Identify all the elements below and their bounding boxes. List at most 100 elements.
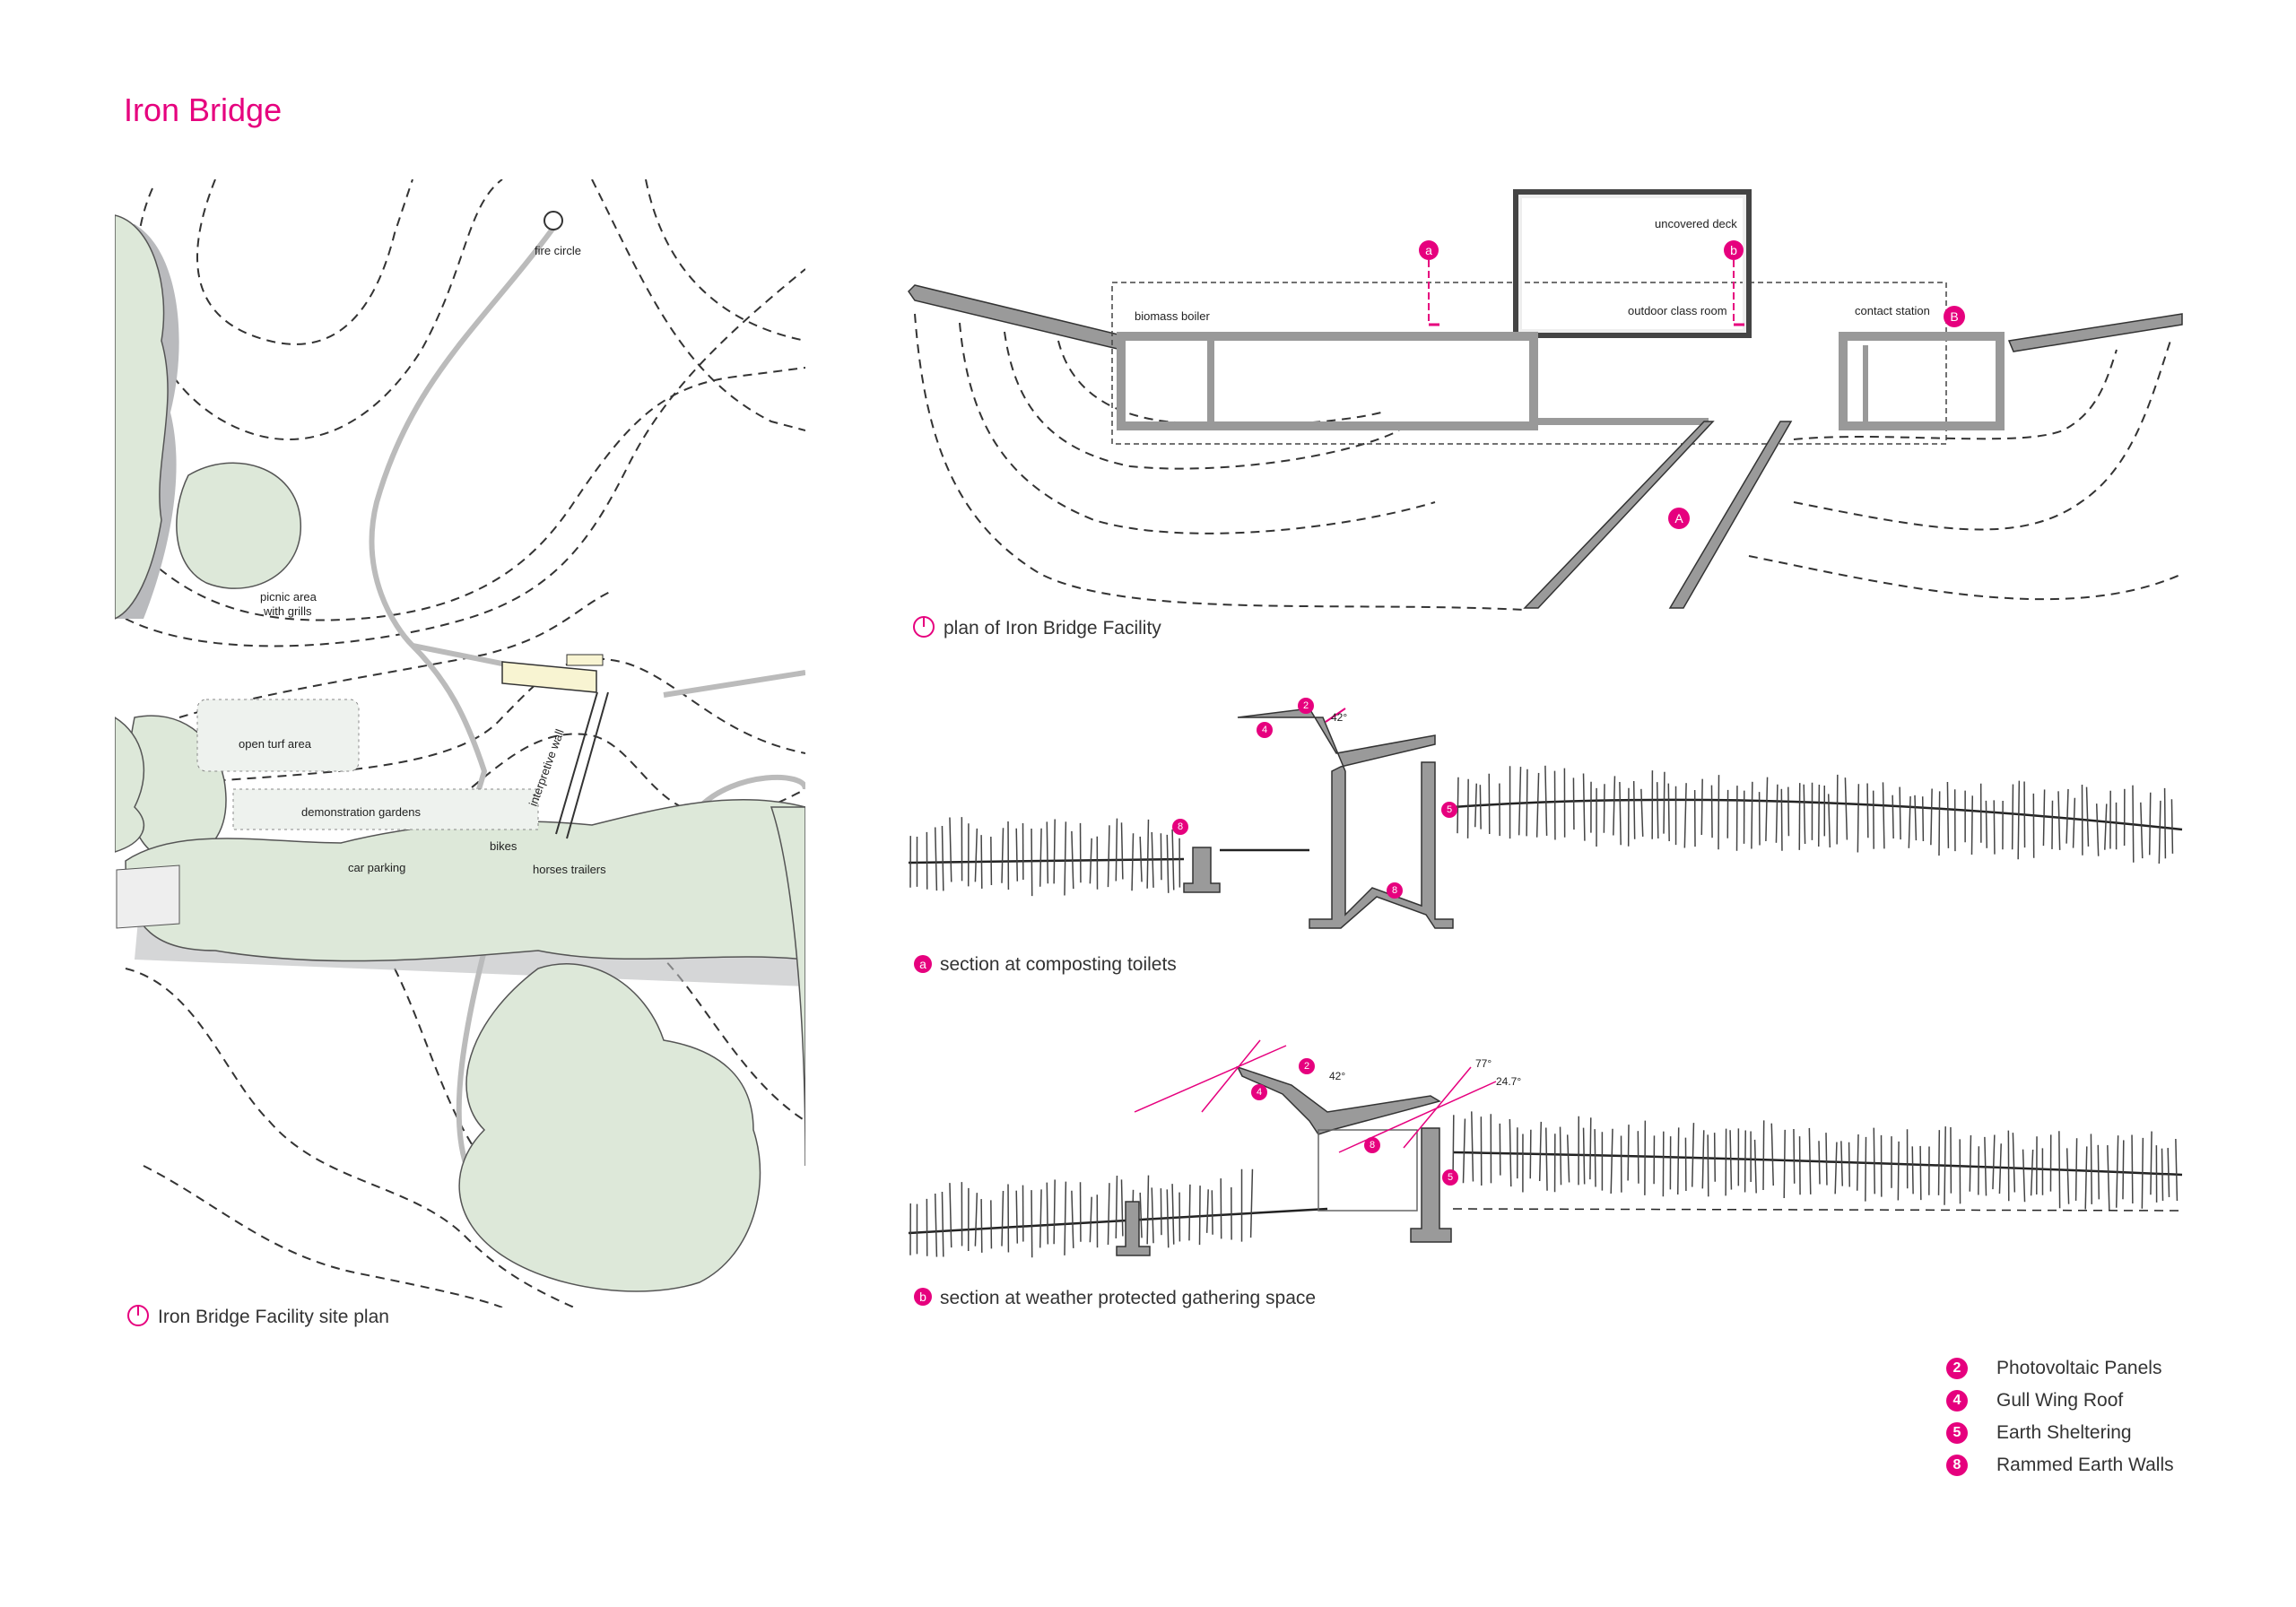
label-interpretive-wall: interpretive wall	[526, 727, 567, 808]
grass-stroke	[1188, 1184, 1191, 1241]
grass-stroke	[1825, 1133, 1828, 1186]
grass-stroke	[2104, 804, 2108, 850]
grass-stroke	[1770, 1123, 1775, 1186]
grass-stroke	[1632, 781, 1636, 839]
grass-stroke	[1729, 1130, 1733, 1190]
grass-stroke	[1780, 788, 1783, 851]
grass-stroke	[1700, 778, 1703, 836]
grass-stroke	[1914, 795, 1918, 841]
grass-stroke	[2022, 1149, 2026, 1203]
marker-B: B	[1950, 309, 1958, 324]
marker-8: 8	[1178, 821, 1183, 832]
page-title: Iron Bridge	[124, 91, 283, 128]
grass-stroke	[990, 1200, 993, 1249]
grass-stroke	[2175, 1139, 2179, 1202]
section-b-ground	[908, 1151, 2183, 1235]
grass-stroke	[990, 837, 993, 886]
section-a-structure	[1237, 708, 1454, 929]
grass-stroke	[1856, 1134, 1859, 1191]
legend-label: Rammed Earth Walls	[1996, 1455, 2174, 1475]
grass-stroke	[1944, 1126, 1946, 1205]
marker-A: A	[1674, 511, 1683, 526]
grass-stroke	[1001, 828, 1004, 883]
grass-stroke	[1039, 828, 1042, 887]
grass-stroke	[1998, 1143, 2002, 1194]
grass-stroke	[2140, 802, 2144, 859]
marker-5: 5	[1448, 1172, 1453, 1183]
grass-stroke	[1834, 1142, 1838, 1194]
grass-stroke	[1892, 795, 1894, 839]
label-horse-trailers: horses trailers	[533, 863, 606, 876]
legend-label: Gull Wing Roof	[1996, 1390, 2124, 1411]
grass-stroke	[1046, 1182, 1049, 1245]
angle-label-42: 42°	[1329, 1070, 1345, 1082]
grass-stroke	[1031, 829, 1033, 897]
grass-stroke	[1818, 1141, 1821, 1185]
grass-stroke	[2074, 1138, 2078, 1201]
grass-stroke	[2097, 1144, 2100, 1200]
facility-plan: uncovered deck biomass boiler outdoor cl…	[908, 189, 2183, 638]
grass-stroke	[1919, 1145, 1922, 1201]
grass-stroke	[1015, 828, 1019, 882]
grass-stroke	[1594, 1129, 1596, 1187]
grass-stroke	[1744, 1130, 1746, 1193]
footpaths	[369, 222, 805, 1167]
grass-stroke	[1984, 1136, 1987, 1196]
grass-stroke	[1031, 1190, 1033, 1258]
grass-stroke	[2085, 786, 2090, 847]
grass-stroke	[1937, 1130, 1941, 1195]
section-b-marker: b	[919, 1290, 926, 1304]
grass-stroke	[1171, 1184, 1175, 1245]
grass-stroke	[1827, 794, 1831, 848]
plan-caption: plan of Iron Bridge Facility	[944, 618, 1161, 638]
grass-stroke	[1713, 1133, 1717, 1182]
grass-stroke	[1656, 782, 1659, 838]
grass-stroke	[1544, 765, 1548, 836]
section-b-retaining-wall	[1410, 1127, 1452, 1243]
grass-stroke	[1691, 1123, 1695, 1187]
site-plan: fire circle picnic area with grills open…	[115, 179, 805, 1327]
grass-stroke	[1637, 1131, 1639, 1184]
grass-stroke	[2030, 1149, 2034, 1196]
grass-stroke	[1120, 1179, 1124, 1237]
section-a-marker: a	[919, 957, 926, 971]
grass-stroke	[1762, 1120, 1765, 1191]
section-b-grass	[909, 1111, 2179, 1258]
grass-stroke	[1572, 777, 1575, 830]
legend-number: 2	[1946, 1358, 1968, 1379]
grass-stroke	[1921, 796, 1925, 841]
grass-stroke	[1115, 818, 1118, 882]
legend-label: Earth Sheltering	[1996, 1422, 2132, 1443]
grass-stroke	[1992, 1134, 1996, 1190]
grass-stroke	[1970, 795, 1974, 855]
label-outdoor-class-room: outdoor class room	[1628, 304, 1727, 317]
grass-stroke	[941, 825, 944, 891]
grass-stroke	[2042, 789, 2046, 847]
section-a-caption: section at composting toilets	[940, 954, 1177, 975]
grass-stroke	[1897, 1141, 1900, 1201]
grass-stroke	[2012, 1133, 2016, 1193]
grass-stroke	[2148, 792, 2152, 856]
grass-stroke	[1529, 1129, 1532, 1179]
facility-footprint	[501, 654, 609, 839]
grass-stroke	[1139, 1192, 1143, 1238]
label-uncovered-deck: uncovered deck	[1655, 217, 1737, 230]
grass-stroke	[1946, 782, 1950, 848]
grass-stroke	[941, 1192, 944, 1257]
grass-stroke	[934, 827, 938, 891]
grass-stroke	[1053, 1179, 1056, 1245]
grass-stroke	[1589, 1117, 1592, 1180]
grass-stroke	[980, 1199, 983, 1253]
grass-stroke	[2058, 1131, 2061, 1209]
plan-ground-wall-left	[908, 284, 1126, 351]
grass-stroke	[949, 1183, 952, 1248]
grass-stroke	[2072, 797, 2076, 848]
grass-stroke	[1707, 1134, 1709, 1197]
marker-5: 5	[1447, 804, 1452, 815]
grass-stroke	[2115, 1135, 2119, 1208]
car-park-lane	[116, 864, 180, 929]
marker-4: 4	[1257, 1087, 1262, 1098]
